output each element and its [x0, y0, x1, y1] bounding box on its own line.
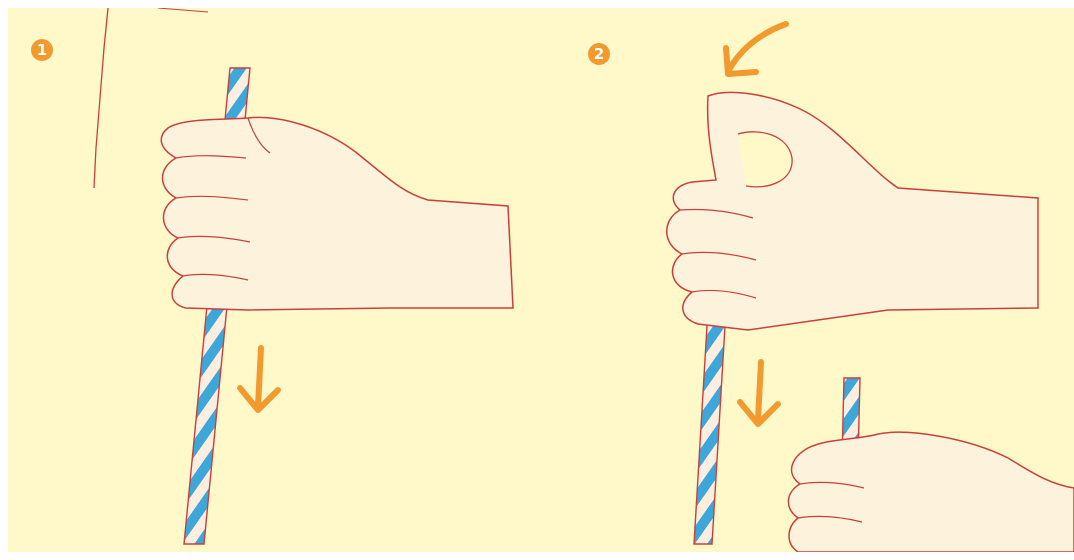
illustration-svg: 1 2 — [8, 8, 1074, 552]
step-badge-1: 1 — [31, 39, 53, 61]
finger-line — [175, 155, 247, 159]
thumb-line — [247, 117, 271, 154]
arrow-curved-icon — [723, 21, 789, 77]
step-1-group: 1 — [31, 39, 514, 545]
illustration-canvas: 1 2 — [8, 8, 1074, 552]
step-number-1: 1 — [37, 41, 47, 59]
finger-line — [797, 515, 863, 523]
step-2-group: 2 — [588, 21, 1074, 552]
finger-line — [177, 235, 251, 243]
hand — [160, 116, 514, 311]
finger-line — [799, 481, 865, 489]
step-badge-2: 2 — [588, 43, 610, 65]
finger-line — [182, 273, 249, 281]
arrow-down-icon — [737, 359, 781, 427]
finger-line — [175, 195, 249, 201]
finger-line — [691, 289, 757, 299]
sketch-line — [93, 8, 109, 189]
finger-loop — [737, 131, 793, 188]
finger-line — [679, 208, 754, 219]
arrow-down-icon — [237, 345, 281, 413]
sketch-line — [157, 8, 209, 13]
finger-line — [681, 251, 757, 261]
step-number-2: 2 — [594, 45, 604, 63]
